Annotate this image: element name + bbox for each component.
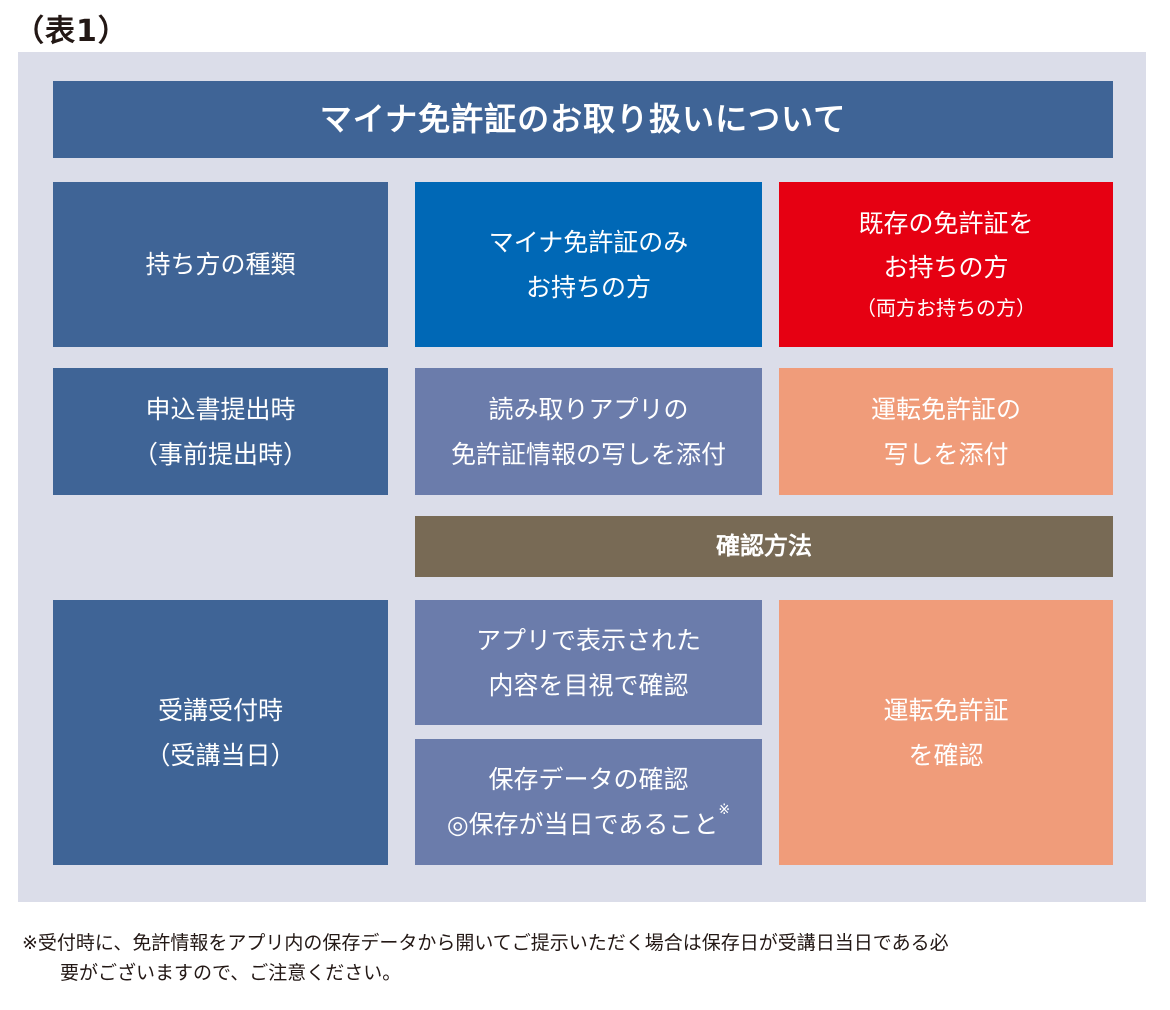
submission-mynumber-cell: 読み取りアプリの 免許証情報の写しを添付 [415, 368, 762, 495]
submission-existing-line2: 写しを添付 [883, 439, 1009, 469]
reception-saved-line2: ◎保存が当日であること [446, 810, 719, 839]
column-mynumber-only: マイナ免許証のみ お持ちの方 [415, 182, 762, 347]
reception-line2: （受講当日） [145, 740, 296, 770]
header-reception: 受講受付時 （受講当日） [53, 600, 388, 865]
reception-existing-line1: 運転免許証 [883, 695, 1009, 725]
reception-app-line2: 内容を目視で確認 [488, 670, 689, 700]
reception-saved-line2-wrap: ◎保存が当日であること※ [447, 802, 730, 847]
submission-line1: 申込書提出時 [145, 394, 296, 424]
reception-app-line1: アプリで表示された [475, 625, 701, 655]
column-mynumber-only-line2: お持ちの方 [525, 272, 651, 302]
column-existing-license: 既存の免許証を お持ちの方 （両方お持ちの方） [779, 182, 1113, 347]
holding-type-label: 持ち方の種類 [145, 250, 296, 279]
submission-existing-line1: 運転免許証の [870, 394, 1021, 424]
header-holding-type: 持ち方の種類 [53, 182, 388, 347]
column-mynumber-only-line1: マイナ免許証のみ [488, 227, 689, 257]
reception-app-cell: アプリで表示された 内容を目視で確認 [415, 600, 762, 725]
confirmation-method-header: 確認方法 [415, 516, 1113, 577]
reception-saved-line1: 保存データの確認 [488, 765, 689, 794]
footnote-line1: ※受付時に、免許情報をアプリ内の保存データから開いてご提示いただく場合は保存日が… [22, 932, 949, 954]
submission-line2: （事前提出時） [132, 439, 308, 469]
reception-existing-cell: 運転免許証 を確認 [779, 600, 1113, 865]
table-title: マイナ免許証のお取り扱いについて [53, 81, 1113, 158]
submission-existing-cell: 運転免許証の 写しを添付 [779, 368, 1113, 495]
reception-existing-line2: を確認 [908, 740, 984, 770]
submission-mynumber-line1: 読み取りアプリの [488, 394, 689, 424]
submission-mynumber-line2: 免許証情報の写しを添付 [450, 439, 726, 469]
header-submission: 申込書提出時 （事前提出時） [53, 368, 388, 495]
footnote-line2: 要がございますので、ご注意ください。 [60, 962, 402, 985]
column-existing-line3: （両方お持ちの方） [856, 296, 1036, 321]
reception-line1: 受講受付時 [157, 695, 283, 725]
note-mark: ※ [718, 802, 731, 818]
footnote: ※受付時に、免許情報をアプリ内の保存データから開いてご提示いただく場合は保存日が… [22, 928, 1142, 989]
column-existing-line1: 既存の免許証を [858, 208, 1034, 238]
reception-saved-data-cell: 保存データの確認 ◎保存が当日であること※ [415, 739, 762, 865]
column-existing-line2: お持ちの方 [883, 252, 1009, 282]
table-caption: （表1） [14, 14, 129, 49]
